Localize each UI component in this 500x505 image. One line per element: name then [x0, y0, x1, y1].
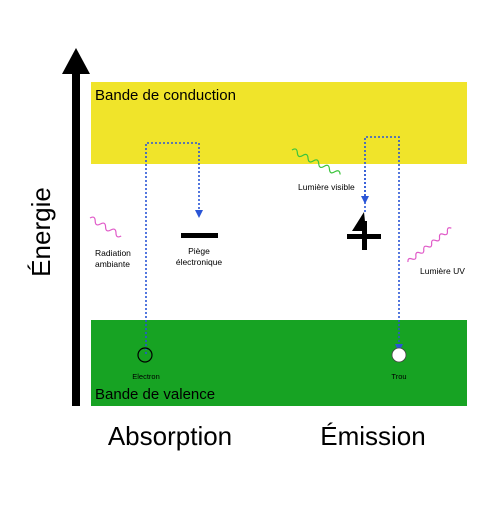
hole-label: Trou: [391, 372, 406, 381]
conduction-band-label: Bande de conduction: [95, 87, 236, 104]
electron-label: Electron: [132, 372, 160, 381]
electron-open-circle-icon: [137, 347, 153, 363]
trap-level-icon: [181, 233, 218, 238]
hole-filled-circle-icon: [391, 347, 407, 363]
energy-axis-shaft: [72, 68, 80, 406]
absorption-path: [145, 142, 203, 354]
radiation-label-line2: ambiante: [95, 259, 130, 269]
uv-light-label: Lumière UV: [420, 266, 465, 276]
trap-label-line2: électronique: [176, 257, 223, 267]
visible-light-wave-icon: [291, 148, 341, 175]
conduction-band: [91, 82, 467, 164]
energy-axis-label: Énergie: [26, 187, 56, 277]
ambient-radiation-wave-icon: [89, 216, 122, 238]
trap-label-line1: Piège: [188, 246, 210, 256]
valence-band: [91, 320, 467, 406]
radiation-label-line1: Radiation: [95, 248, 131, 258]
uv-light-wave-icon: [407, 227, 452, 263]
emission-title: Émission: [320, 421, 425, 451]
visible-light-label: Lumière visible: [298, 182, 355, 192]
cross-level-icon: [347, 212, 381, 250]
absorption-title: Absorption: [108, 421, 232, 451]
emission-path-up: [364, 136, 403, 352]
energy-axis-arrowhead-icon: [62, 48, 90, 74]
valence-band-label: Bande de valence: [95, 386, 215, 403]
